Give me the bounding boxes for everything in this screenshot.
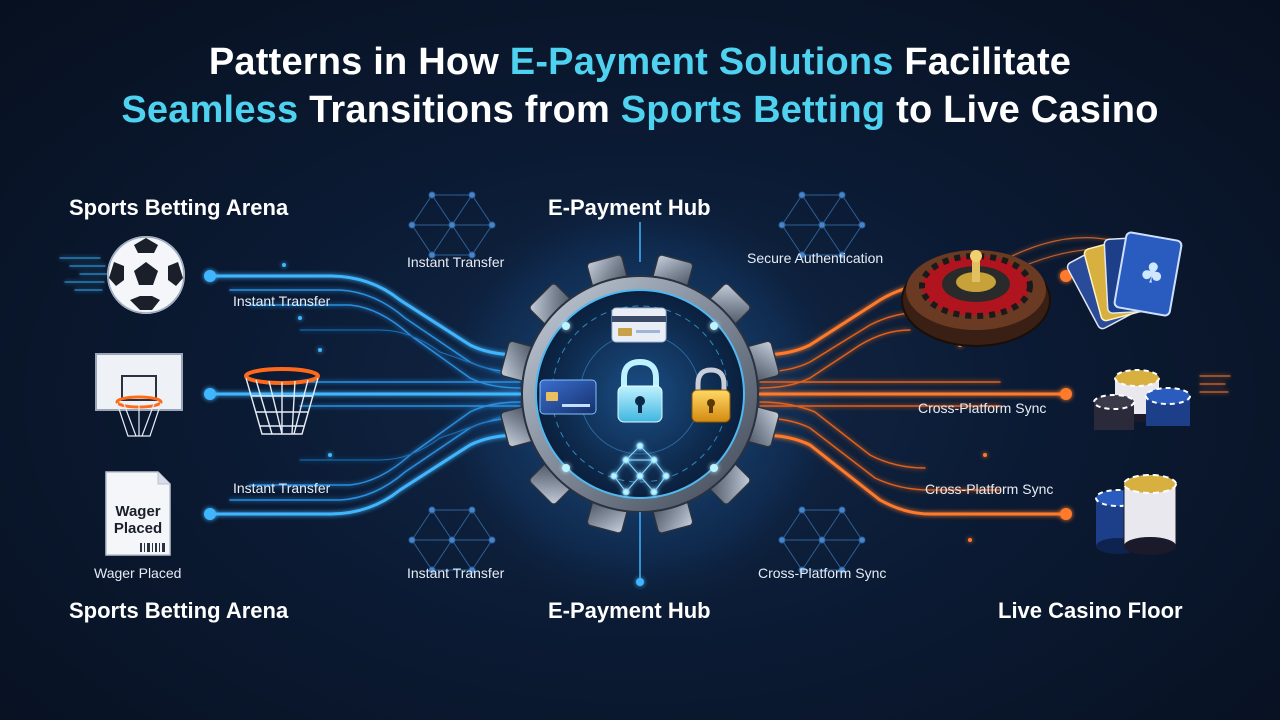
title-text: to Live Casino (885, 89, 1159, 131)
casino-chips-icon (1093, 369, 1191, 430)
section-label-sports-top: Sports Betting Arena (69, 195, 289, 220)
roulette-wheel-icon (901, 250, 1051, 347)
page-title: Patterns in How E-Payment Solutions Faci… (0, 38, 1280, 134)
title-text: Patterns in How (208, 41, 510, 83)
receipt-line-1: Wager (115, 503, 160, 520)
flow-label-instant-transfer: Instant Transfer (407, 254, 505, 270)
flow-label-cross-sync: Cross-Platform Sync (925, 481, 1054, 497)
blue-flow-lines (59, 257, 522, 516)
section-label-sports-bottom: Sports Betting Arena (69, 598, 289, 623)
basketball-net-icon (244, 367, 320, 435)
section-label-casino: Live Casino Floor (998, 598, 1183, 623)
title-highlight: Seamless (121, 89, 299, 131)
section-label-hub-top: E-Payment Hub (548, 195, 711, 220)
padlock-icon (691, 367, 731, 423)
credit-card-icon (611, 307, 667, 343)
flow-label-secure-auth: Secure Authentication (747, 250, 884, 266)
basketball-hoop-icon (95, 353, 183, 437)
padlock-icon (617, 358, 663, 423)
title-highlight: E-Payment Solutions (509, 41, 894, 83)
playing-cards-icon: ♣ (1066, 231, 1183, 330)
title-line-1: Patterns in How E-Payment Solutions Faci… (0, 38, 1280, 86)
flow-label-instant-transfer: Instant Transfer (407, 565, 505, 581)
svg-text:♣: ♣ (1137, 255, 1167, 292)
casino-chips-icon (1095, 474, 1177, 555)
soccer-ball-icon (107, 236, 185, 314)
flow-label-cross-sync: Cross-Platform Sync (918, 400, 1047, 416)
orange-flow-lines (758, 237, 1231, 516)
hub-connector-dot (636, 578, 644, 586)
title-highlight: Sports Betting (620, 89, 886, 131)
receipt-caption: Wager Placed (94, 565, 182, 581)
title-text: Facilitate (893, 41, 1072, 83)
receipt-line-2: Placed (114, 520, 162, 537)
title-text: Transitions from (298, 89, 621, 131)
section-label-hub-bottom: E-Payment Hub (548, 598, 711, 623)
flow-label-instant-transfer: Instant Transfer (233, 293, 331, 309)
flow-label-instant-transfer: Instant Transfer (233, 480, 331, 496)
flow-label-cross-sync: Cross-Platform Sync (758, 565, 887, 581)
credit-card-icon (539, 379, 597, 415)
title-line-2: Seamless Transitions from Sports Betting… (0, 86, 1280, 134)
network-icon (610, 442, 670, 496)
receipt-icon: Wager Placed (105, 471, 171, 556)
network-cluster-icon (408, 191, 866, 574)
